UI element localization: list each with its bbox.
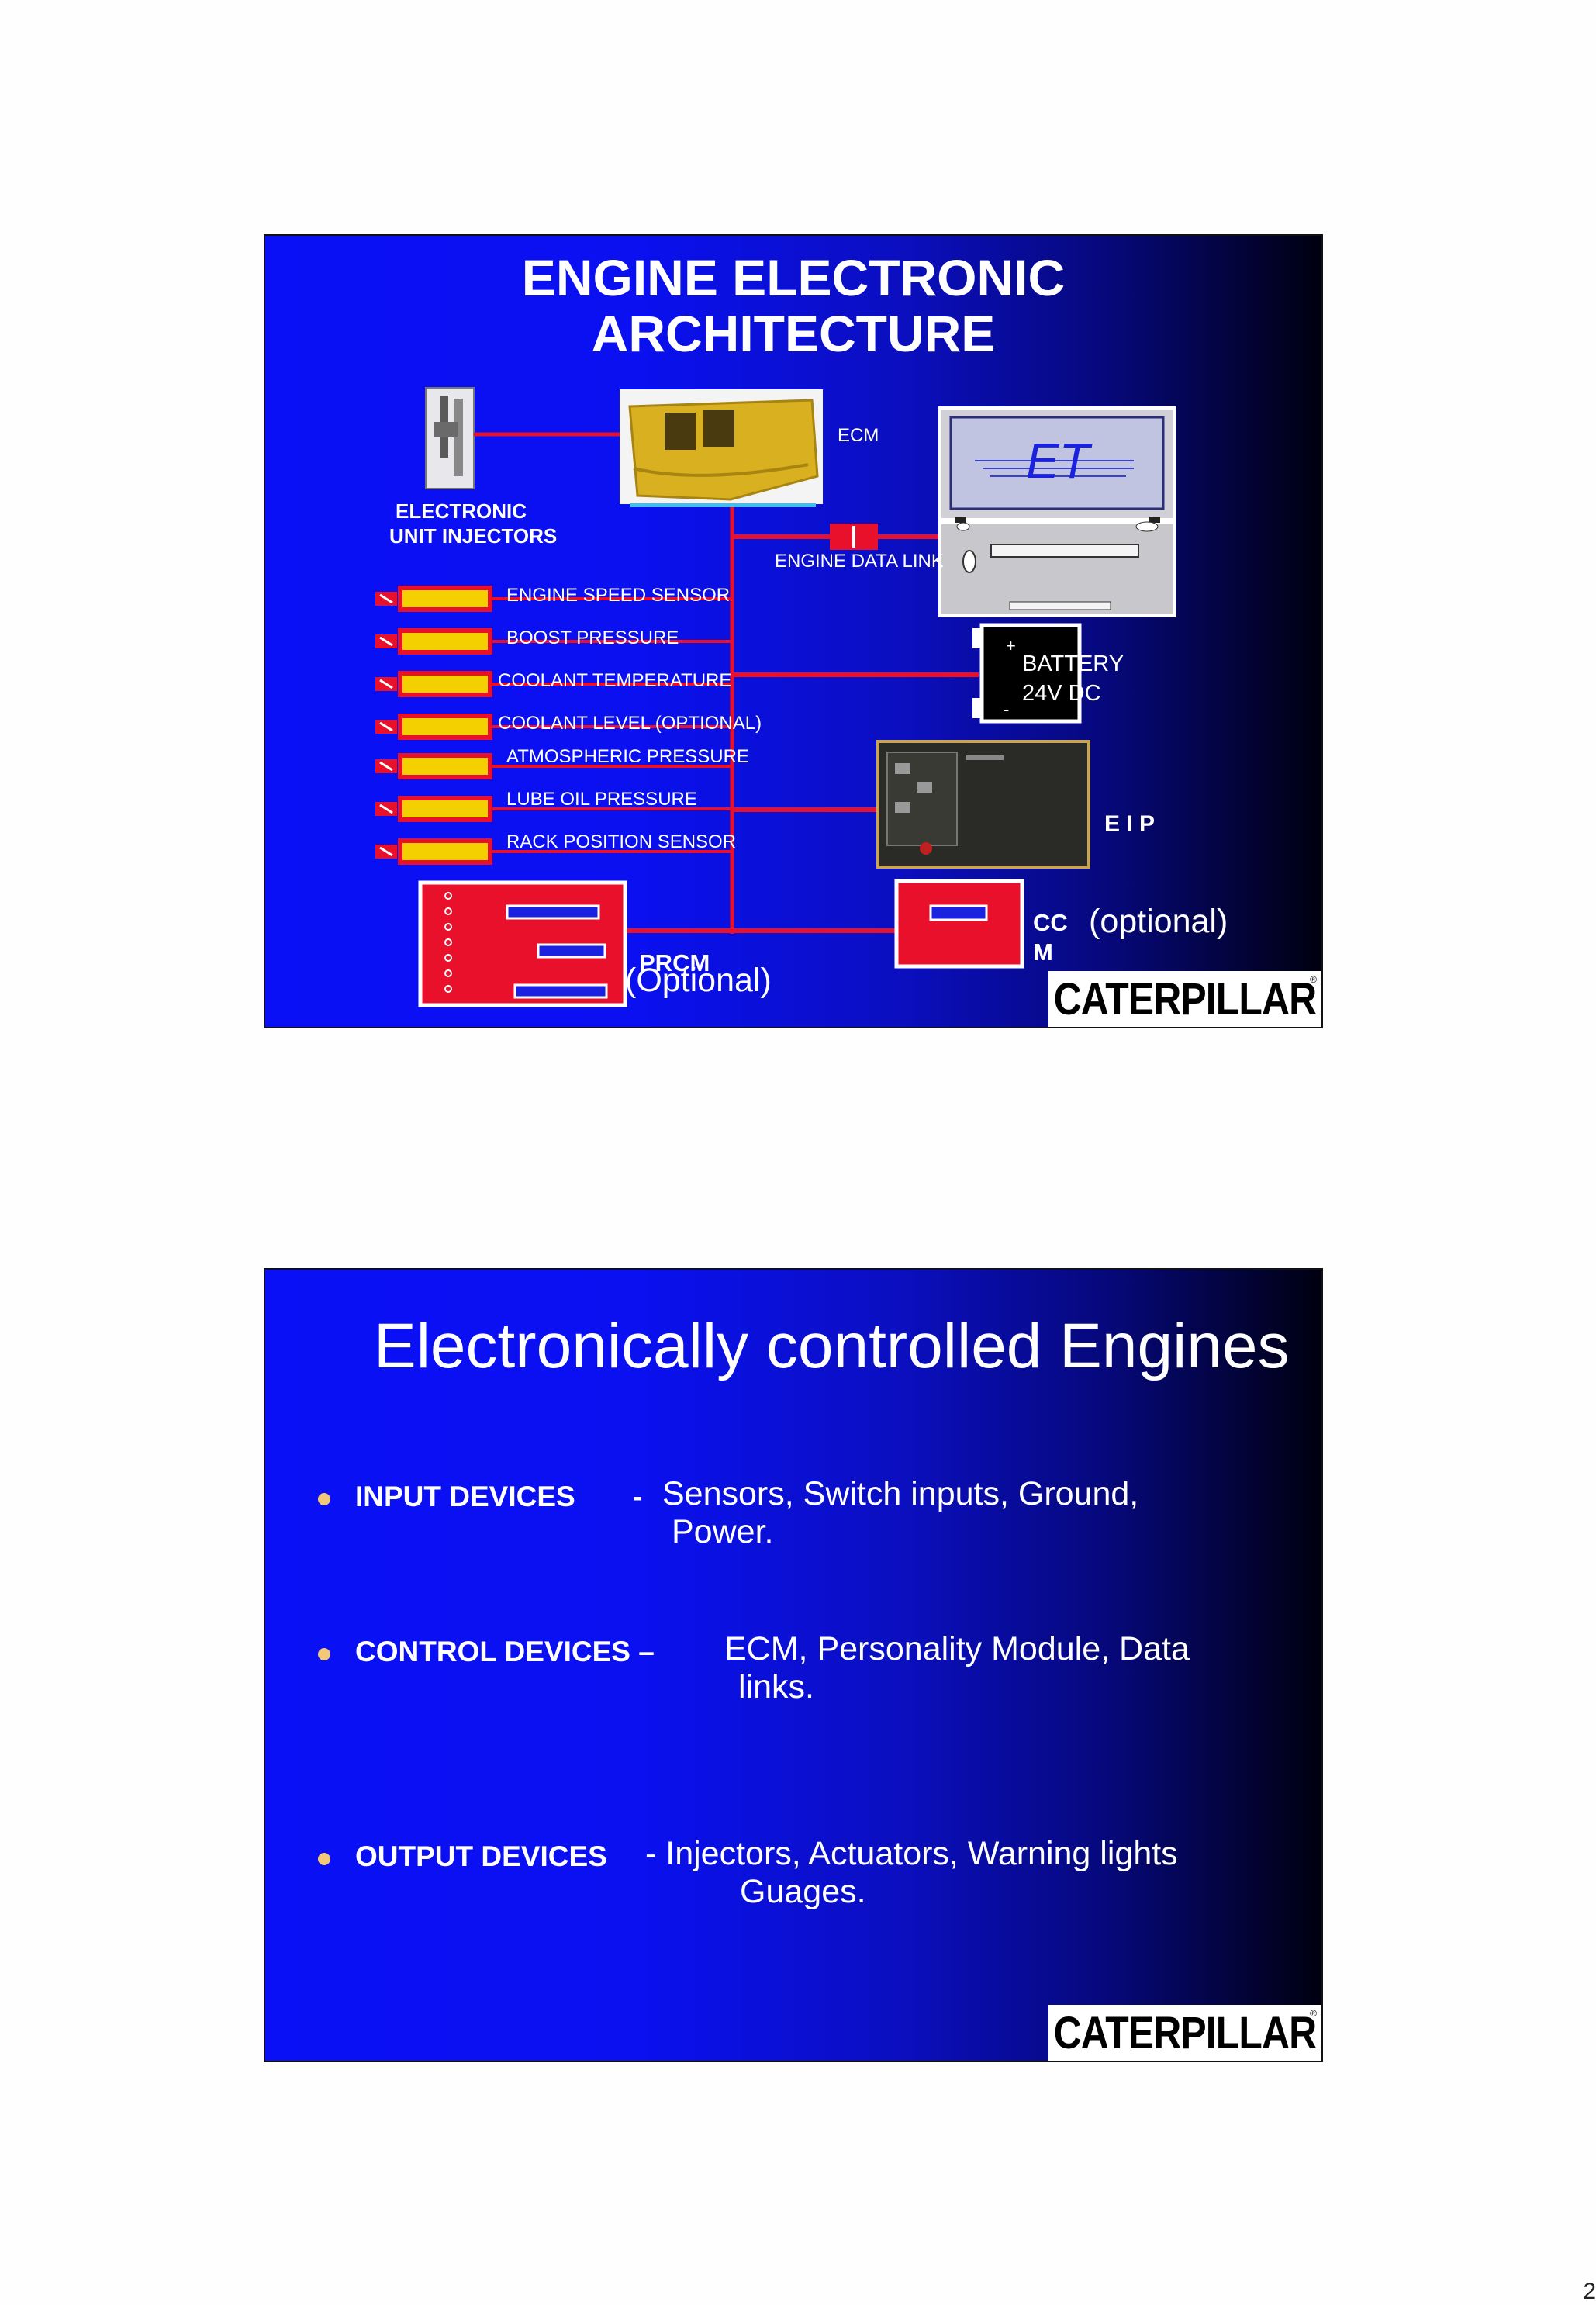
bullet-heading: CONTROL DEVICES – <box>355 1636 655 1667</box>
battery-plus: + <box>1006 636 1016 655</box>
sensor-tip-mark <box>379 593 393 604</box>
eip-label: E I P <box>1104 811 1156 837</box>
bullet-text-line1: ECM, Personality Module, Data <box>724 1630 1190 1667</box>
sensor-body <box>398 586 492 612</box>
logo-text: CATERPILLAR <box>1053 973 1318 1025</box>
sensor-tip-mark <box>379 803 393 814</box>
battery-minus: - <box>1004 700 1010 719</box>
logo-registered-mark: ® <box>1310 2008 1317 2019</box>
sensor-label: COOLANT TEMPERATURE <box>498 670 732 691</box>
sensor-group <box>375 586 732 865</box>
sensor-label: ATMOSPHERIC PRESSURE <box>506 746 749 767</box>
ccm-label-line1: CC <box>1033 909 1068 936</box>
sensor-tip-mark <box>379 846 393 857</box>
bullet-heading: OUTPUT DEVICES <box>355 1840 607 1872</box>
bullet-text-line2: links. <box>738 1668 814 1705</box>
sensor-body <box>398 796 492 822</box>
injectors-label-line2: UNIT INJECTORS <box>389 524 558 548</box>
sensor-body <box>398 714 492 740</box>
data-link-label: ENGINE DATA LINK <box>775 551 944 572</box>
sensor-body <box>398 671 492 697</box>
battery-label-line1: BATTERY <box>1022 651 1124 676</box>
bullet-icon <box>318 1648 330 1660</box>
injectors-label-line1: ELECTRONIC <box>396 499 527 523</box>
ecm-label: ECM <box>838 425 879 446</box>
bullet-icon <box>318 1493 330 1505</box>
title-line-2: ARCHITECTURE <box>591 305 996 362</box>
logo-registered-mark: ® <box>1310 974 1317 985</box>
caterpillar-logo: CATERPILLAR ® <box>1048 971 1321 1027</box>
slide-engine-architecture: ENGINE ELECTRONIC ARCHITECTURE <box>264 234 1323 1028</box>
bullet-text-line1: - Injectors, Actuators, Warning lights <box>645 1835 1178 1872</box>
ccm-optional-label: (optional) <box>1089 903 1228 940</box>
bullet-heading: INPUT DEVICES <box>355 1481 575 1512</box>
ccm-label-line2: M <box>1033 938 1053 966</box>
battery-image <box>972 623 1082 724</box>
sensor-label: BOOST PRESSURE <box>506 627 679 648</box>
prcm-optional-label: (Optional) <box>625 962 772 999</box>
sensor-body <box>398 838 492 865</box>
slide-electronically-controlled-engines: Electronically controlled Engines INPUT … <box>264 1268 1323 2062</box>
caterpillar-logo: CATERPILLAR ® <box>1048 2005 1321 2061</box>
prcm-module-image <box>418 880 627 1007</box>
bullet-text-line2: Power. <box>672 1513 774 1550</box>
sensor-label: RACK POSITION SENSOR <box>506 831 737 852</box>
sensor-tip-mark <box>379 721 393 732</box>
bullet-icon <box>318 1853 330 1865</box>
prcm-label: PRCM <box>639 949 710 976</box>
page-number: 2 <box>1583 2279 1596 2304</box>
logo-text: CATERPILLAR <box>1053 2007 1318 2058</box>
bullet-text-line2: Guages. <box>740 1873 866 1910</box>
sensor-tip-mark <box>379 636 393 647</box>
slide-title: Electronically controlled Engines <box>374 1311 1290 1381</box>
laptop-et-image <box>938 406 1176 617</box>
sensor-body <box>398 753 492 779</box>
sensor-body <box>398 628 492 655</box>
et-logo: ET <box>1026 433 1093 489</box>
bullet-separator: - <box>633 1481 643 1512</box>
sensor-label: ENGINE SPEED SENSOR <box>506 585 731 606</box>
sensor-tip-mark <box>379 679 393 689</box>
architecture-diagram: ET <box>375 387 1176 1007</box>
battery-label-line2: 24V DC <box>1022 681 1101 706</box>
injector-image <box>425 387 475 489</box>
ecm-image <box>620 389 823 507</box>
sensor-tip-mark <box>379 761 393 772</box>
sensor-label: COOLANT LEVEL (OPTIONAL) <box>498 713 762 734</box>
bullet-text-line1: Sensors, Switch inputs, Ground, <box>662 1475 1139 1512</box>
eip-panel-image <box>876 740 1090 869</box>
slide-title: ENGINE ELECTRONIC ARCHITECTURE <box>265 250 1321 361</box>
title-line-1: ENGINE ELECTRONIC <box>521 249 1066 306</box>
sensor-label: LUBE OIL PRESSURE <box>506 789 697 810</box>
ccm-module-image <box>894 879 1024 969</box>
